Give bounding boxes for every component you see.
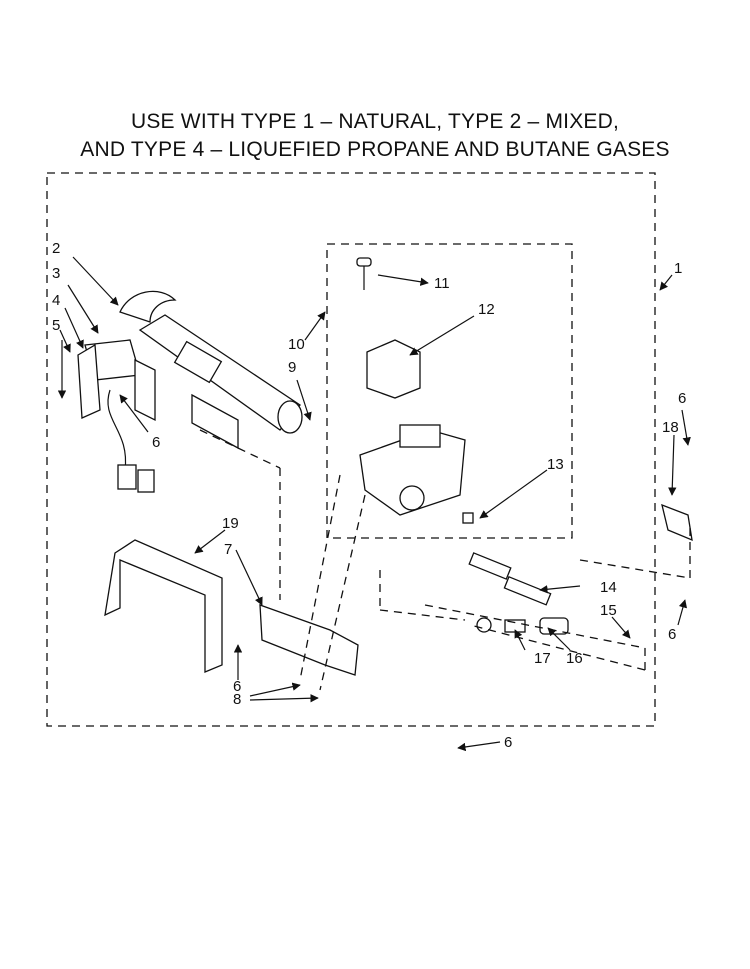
fittings	[462, 512, 569, 635]
callout-19: 19	[222, 515, 239, 532]
callout-3: 3	[52, 265, 60, 282]
callout-6-bottom: 6	[504, 734, 512, 751]
callout-8: 8	[233, 691, 241, 708]
burner-tube	[119, 290, 303, 434]
gas-valve	[359, 424, 466, 516]
callout-16: 16	[566, 650, 583, 667]
callout-6-bracket: 6	[233, 678, 241, 695]
valve-subassembly-boundary	[326, 243, 573, 539]
igniter-bracket	[77, 339, 156, 493]
mounting-bracket	[104, 539, 223, 673]
callout-6-right-bottom: 6	[668, 626, 676, 643]
diagram-title-line-2: AND TYPE 4 – LIQUEFIED PROPANE AND BUTAN…	[80, 138, 670, 161]
callout-1: 1	[674, 260, 682, 277]
callout-18: 18	[662, 419, 679, 436]
callout-13: 13	[547, 456, 564, 473]
callout-6-left: 6	[152, 434, 160, 451]
diagram-title-line-1: USE WITH TYPE 1 – NATURAL, TYPE 2 – MIXE…	[130, 110, 620, 133]
valve-coil	[366, 339, 421, 399]
callout-labels: 1 2 3 4 5 6 6 6 6 6 7 8 9 10 11 12 13 14…	[52, 240, 686, 751]
callout-10: 10	[288, 336, 305, 353]
assembly-lines	[199, 429, 691, 691]
callout-14: 14	[600, 579, 617, 596]
callout-7: 7	[224, 541, 232, 558]
callout-15: 15	[600, 602, 617, 619]
screw-11	[356, 257, 372, 290]
callout-9: 9	[288, 359, 296, 376]
bracket-7	[259, 604, 359, 676]
callout-11: 11	[434, 275, 450, 292]
bracket-18	[661, 503, 693, 542]
flame-sensor	[191, 393, 239, 450]
callout-2: 2	[52, 240, 60, 257]
callout-12: 12	[478, 301, 495, 318]
leader-lines	[57, 256, 691, 752]
callout-5: 5	[52, 317, 60, 334]
callout-4: 4	[52, 292, 60, 309]
callout-6-right-top: 6	[678, 390, 686, 407]
callout-17: 17	[534, 650, 551, 667]
assembly-boundary	[46, 172, 656, 727]
